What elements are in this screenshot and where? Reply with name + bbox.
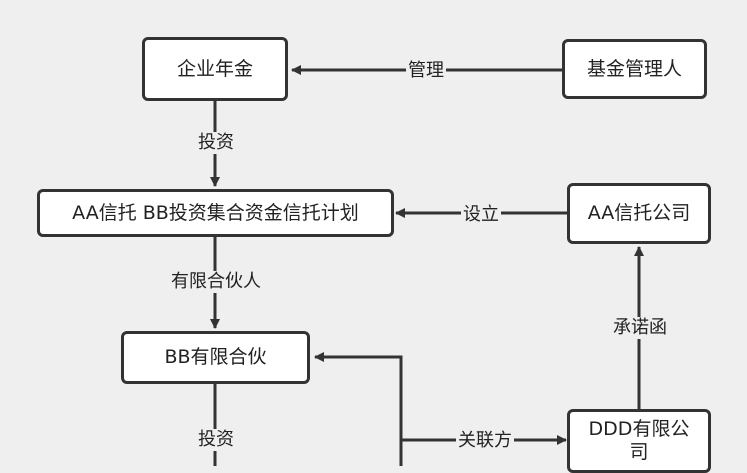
node-ddd-company-label: DDD有限公司 [588, 418, 690, 463]
node-bb-partnership[interactable]: BB有限合伙 [121, 331, 310, 384]
node-enterprise-annuity-label: 企业年金 [176, 57, 253, 80]
edge-label-related-party: 关联方 [456, 430, 514, 452]
edge-label-manage: 管理 [406, 60, 446, 82]
edge-label-invest-2: 投资 [196, 429, 236, 451]
node-ddd-company[interactable]: DDD有限公司 [567, 409, 711, 473]
edge-related-party-trunk [314, 352, 403, 466]
node-aa-trust-company-label: AA信托公司 [587, 202, 691, 225]
node-bb-partnership-label: BB有限合伙 [164, 346, 267, 369]
node-aa-trust-plan-label: AA信托 BB投资集合资金信托计划 [72, 201, 359, 224]
edge-label-limited-partner: 有限合伙人 [169, 271, 263, 293]
node-fund-manager[interactable]: 基金管理人 [562, 39, 707, 99]
node-aa-trust-company[interactable]: AA信托公司 [567, 183, 711, 244]
edge-label-commitment-letter: 承诺函 [611, 317, 669, 339]
node-fund-manager-label: 基金管理人 [586, 57, 682, 80]
node-enterprise-annuity[interactable]: 企业年金 [142, 37, 288, 101]
edge-label-establish: 设立 [461, 204, 501, 226]
edge-label-invest-1: 投资 [196, 132, 236, 154]
node-aa-trust-plan[interactable]: AA信托 BB投资集合资金信托计划 [37, 189, 394, 237]
